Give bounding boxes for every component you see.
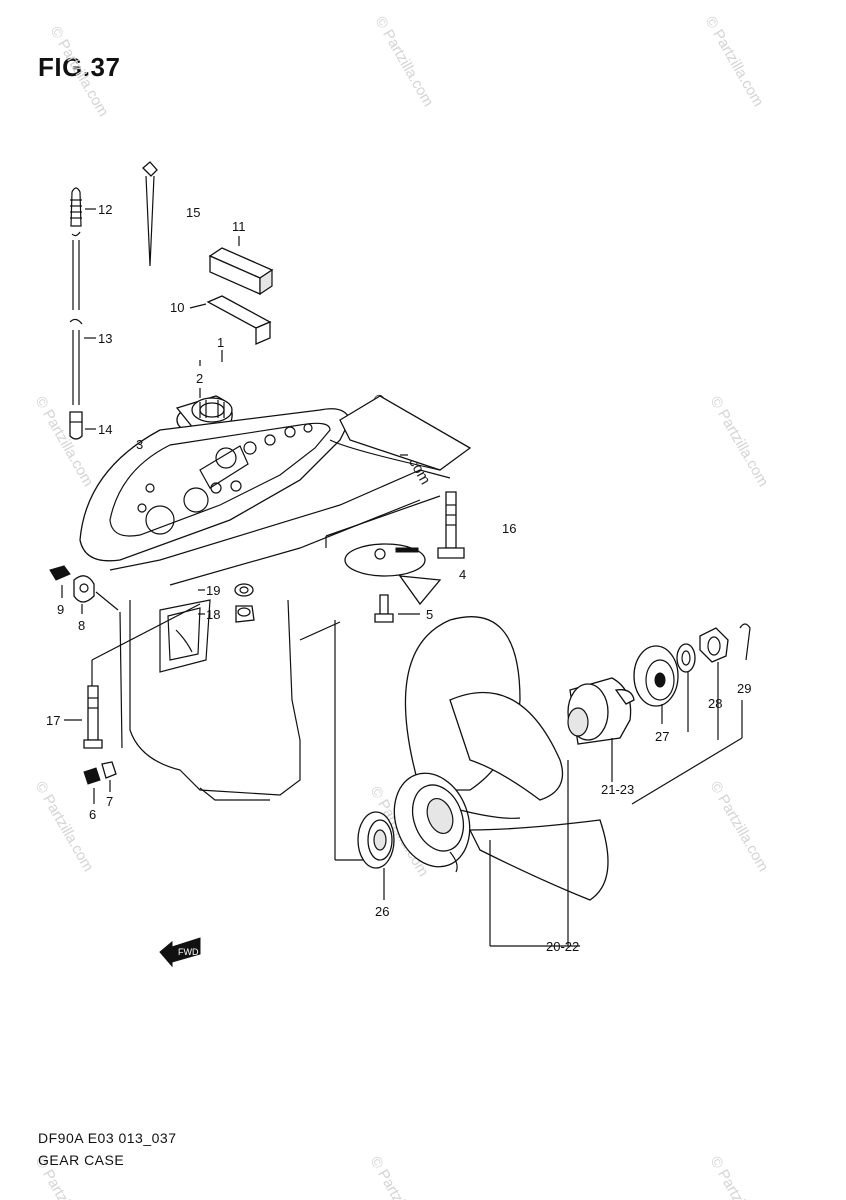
part-20-propeller <box>334 616 609 901</box>
label-part-8: 8 <box>78 618 85 633</box>
label-part-3: 3 <box>136 437 143 452</box>
part-7-washer <box>101 761 117 792</box>
part-5-bolt <box>374 594 420 623</box>
label-part-6: 6 <box>89 807 96 822</box>
group-bracket-20-22 <box>489 760 580 947</box>
part-labels: 12 13 14 15 11 10 1 2 3 16 4 5 19 18 9 8… <box>46 202 751 954</box>
part-24-thrust-washer <box>357 811 395 900</box>
label-part-25: 27 <box>655 729 669 744</box>
label-part-1: 1 <box>217 335 224 350</box>
label-part-26: 28 <box>708 696 722 711</box>
part-18-nut <box>198 605 255 623</box>
watermark: © Partzilla.com <box>702 14 767 110</box>
watermark: © Partzilla.com <box>707 779 772 875</box>
diagram-name: GEAR CASE <box>38 1152 125 1168</box>
part-21-spacer <box>567 677 635 782</box>
part-17-stud <box>64 603 201 749</box>
group-bracket-29 <box>631 737 743 805</box>
watermark: © Partzilla.com <box>707 1154 772 1200</box>
label-part-18: 18 <box>206 607 220 622</box>
gear-case-housing <box>79 395 472 801</box>
label-part-2: 2 <box>196 371 203 386</box>
label-part-20-22: 20-22 <box>546 939 579 954</box>
part-25-washer <box>633 645 679 724</box>
fwd-mark: FWD <box>178 947 199 957</box>
part-11-block <box>208 236 274 296</box>
watermark: © Partzilla.com <box>367 1154 432 1200</box>
watermarks: © Partzilla.com © Partzilla.com © Partzi… <box>32 14 772 1200</box>
part-8-washer <box>73 575 119 614</box>
label-part-15: 15 <box>186 205 200 220</box>
label-part-14: 14 <box>98 422 112 437</box>
label-part-11: 11 <box>232 219 246 234</box>
part-28-washer <box>676 643 696 732</box>
watermark: © Partzilla.com <box>32 394 97 490</box>
part-16-bolt <box>400 454 465 559</box>
label-part-9: 9 <box>57 602 64 617</box>
watermark: © Partzilla.com <box>372 14 437 110</box>
figure-title: FIG.37 <box>38 52 121 82</box>
label-part-5: 5 <box>426 607 433 622</box>
part-9-screw <box>49 565 71 598</box>
watermark: © Partzilla.com <box>32 779 97 875</box>
watermark: © Partzilla.com <box>47 24 112 120</box>
label-part-4: 4 <box>459 567 466 582</box>
part-14-fitting <box>69 411 96 440</box>
part-19-washer <box>198 583 254 597</box>
label-part-13: 13 <box>98 331 112 346</box>
label-part-10: 10 <box>170 300 184 315</box>
part-15-cable-tie <box>142 161 158 267</box>
label-part-24: 26 <box>375 904 389 919</box>
label-part-19: 19 <box>206 583 220 598</box>
label-part-21-23: 21-23 <box>601 782 634 797</box>
watermark: © Partzilla.com <box>707 394 772 490</box>
label-part-17: 17 <box>46 713 60 728</box>
label-part-7: 7 <box>106 794 113 809</box>
part-12-nipple <box>70 187 96 237</box>
part-26-nut <box>699 627 729 740</box>
diagram-code: DF90A E03 013_037 <box>38 1130 177 1146</box>
part-10-shim <box>189 295 272 345</box>
part-13-hose <box>69 240 96 405</box>
label-part-16: 16 <box>502 521 516 536</box>
part-27-cotter-pin <box>739 623 751 738</box>
part-6-screw <box>83 767 101 804</box>
fwd-arrow-icon: FWD <box>159 937 201 968</box>
part-4-trim-tab <box>344 543 442 606</box>
label-part-27: 29 <box>737 681 751 696</box>
label-part-12: 12 <box>98 202 112 217</box>
